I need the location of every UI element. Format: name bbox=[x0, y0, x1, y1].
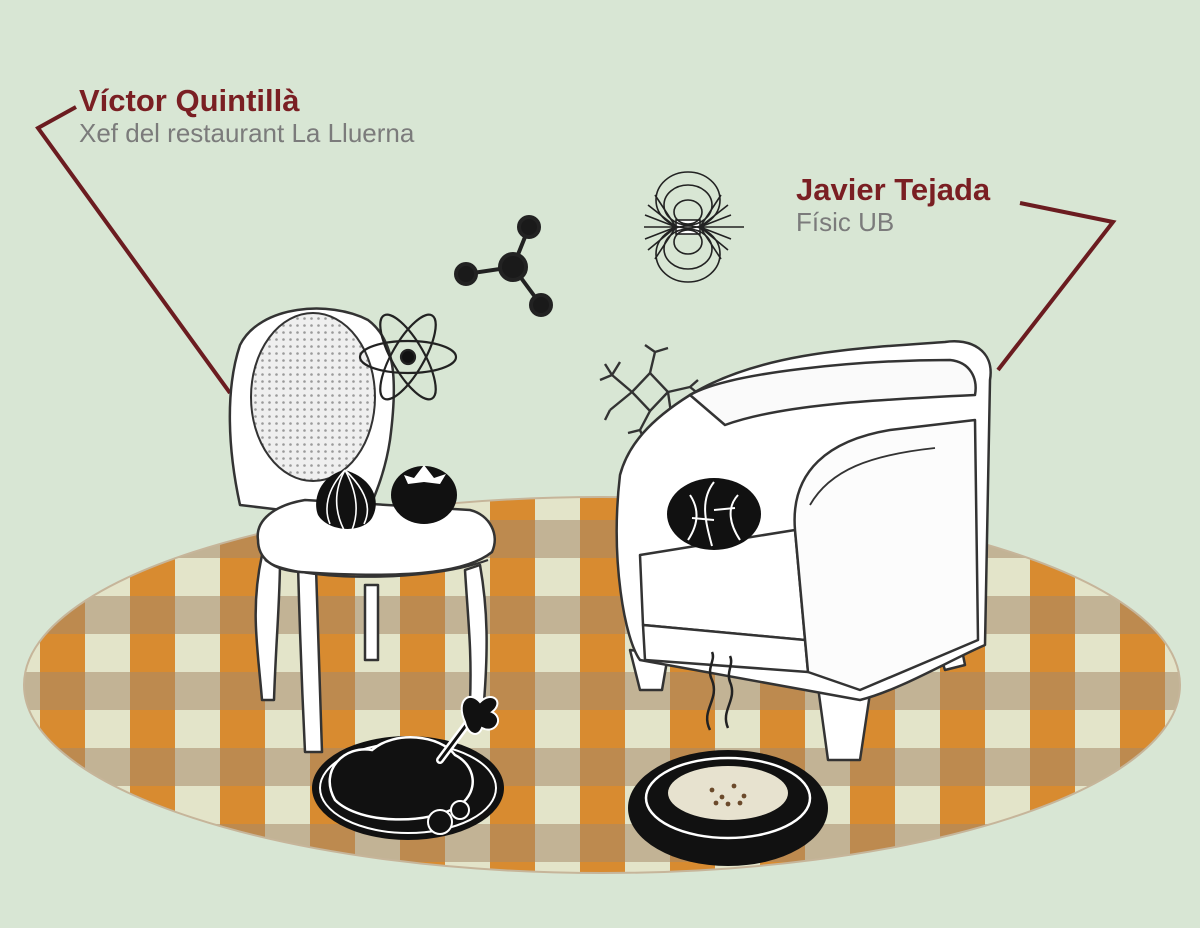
classic-chair bbox=[228, 307, 496, 754]
soup-bowl-icon bbox=[628, 651, 828, 866]
atom-icon bbox=[358, 313, 458, 401]
rug-row bbox=[24, 520, 1180, 558]
onion-icon bbox=[316, 469, 376, 531]
gingham-rug bbox=[0, 496, 1200, 928]
rug-row bbox=[24, 672, 1180, 710]
magnetic-field-icon bbox=[644, 171, 744, 283]
rug-row bbox=[24, 596, 1180, 634]
rug-row bbox=[24, 748, 1180, 786]
right-person-label: Javier Tejada Físic UB bbox=[796, 172, 990, 238]
callout-line-right bbox=[996, 201, 1117, 372]
molecule-icon bbox=[454, 215, 553, 317]
person-name-victor: Víctor Quintillà bbox=[79, 83, 300, 118]
person-name-javier: Javier Tejada bbox=[796, 172, 991, 207]
roast-chicken-icon bbox=[312, 695, 504, 840]
tomato-icon bbox=[391, 465, 457, 524]
armchair bbox=[615, 340, 992, 762]
rug-row bbox=[0, 900, 1200, 928]
cabbage-icon bbox=[667, 478, 761, 550]
left-person-label: Víctor Quintillà Xef del restaurant La L… bbox=[79, 83, 414, 149]
person-role-javier: Físic UB bbox=[796, 206, 895, 237]
callout-line-left bbox=[35, 105, 232, 395]
rug-row bbox=[24, 824, 1180, 862]
person-role-victor: Xef del restaurant La Lluerna bbox=[79, 117, 415, 148]
